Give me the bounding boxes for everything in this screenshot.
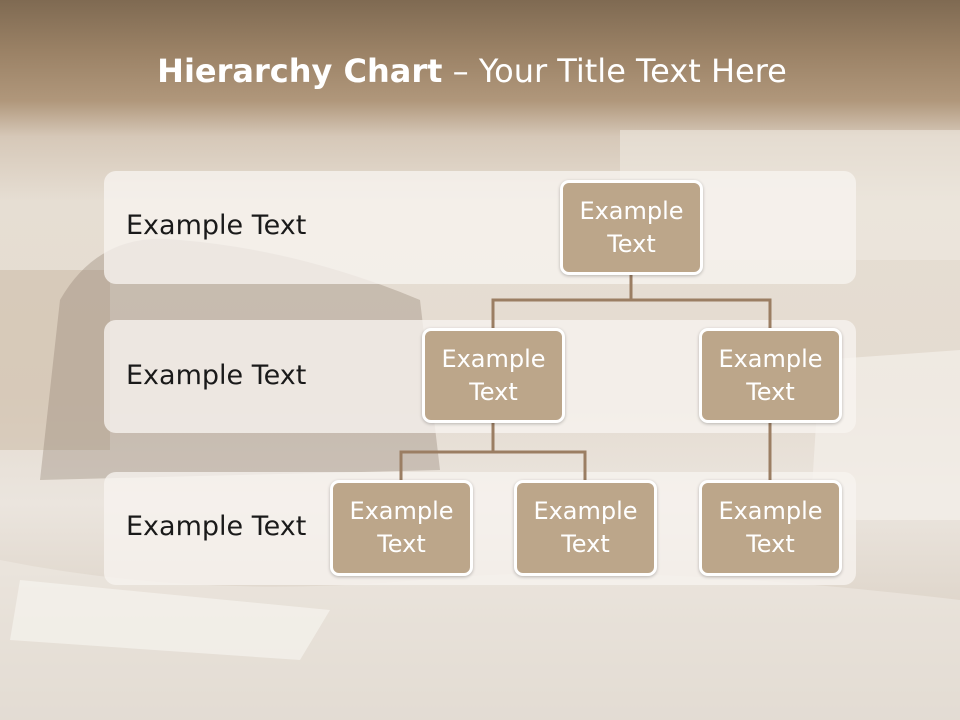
org-node-level2-right[interactable]: Example Text bbox=[699, 328, 842, 423]
slide-title-rest: – Your Title Text Here bbox=[442, 52, 787, 90]
org-node-level3-2[interactable]: Example Text bbox=[514, 480, 657, 576]
level-band-1 bbox=[104, 171, 856, 284]
photo-wall-panel bbox=[0, 270, 110, 450]
org-node-level2-left[interactable]: Example Text bbox=[422, 328, 565, 423]
level-label-1: Example Text bbox=[126, 210, 307, 241]
org-node-level3-3[interactable]: Example Text bbox=[699, 480, 842, 576]
photo-book bbox=[10, 580, 330, 660]
photo-desk-papers bbox=[0, 560, 960, 720]
org-node-root[interactable]: Example Text bbox=[560, 180, 703, 275]
level-label-2: Example Text bbox=[126, 360, 307, 391]
level-label-3: Example Text bbox=[126, 511, 307, 542]
slide-title: Hierarchy Chart – Your Title Text Here bbox=[0, 52, 944, 90]
org-node-level3-1[interactable]: Example Text bbox=[330, 480, 473, 576]
slide-title-bold: Hierarchy Chart bbox=[157, 52, 443, 90]
